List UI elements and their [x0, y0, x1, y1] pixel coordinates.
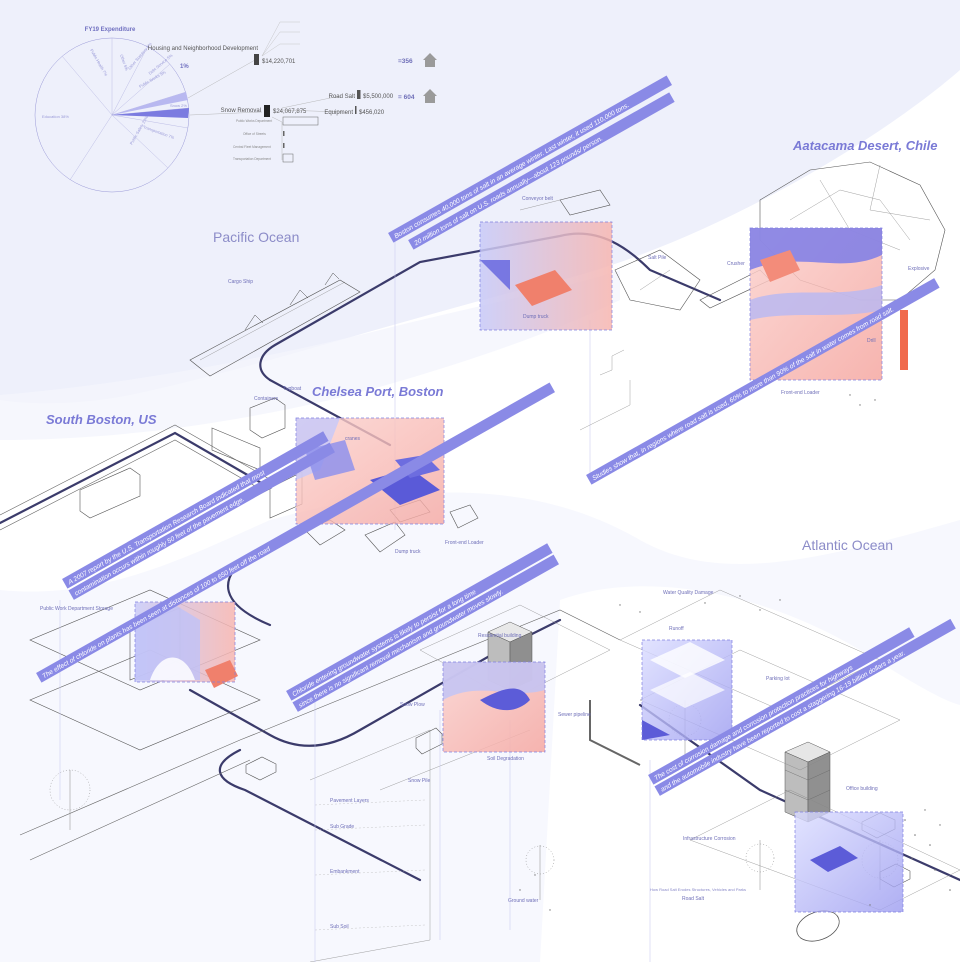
sub-soil-label: Sub Soil — [330, 924, 349, 930]
pie-label-education: Education 38% — [42, 114, 69, 119]
infrastructure-label: Infrastructure Corrosion — [683, 836, 736, 842]
containers-label: Containers — [254, 396, 279, 402]
snow-plow-label: Snow Plow — [400, 702, 425, 708]
pie-label-snow: Snow 2% — [170, 103, 187, 108]
snow-plow-icon — [415, 727, 443, 755]
inset-soil — [442, 661, 546, 753]
salt-pile-label: Salt Pile — [648, 255, 667, 261]
tree-icon — [49, 769, 91, 830]
soil-layers: Pavement Layers Sub Grade Embankment Sub… — [314, 798, 539, 931]
snow-equals: = 604 — [398, 94, 415, 101]
budget-percent: 1% — [180, 64, 189, 70]
equipment-bar — [355, 106, 357, 114]
explosive-label: Explosive — [908, 266, 930, 272]
road-salt-label-2: Road Salt — [682, 896, 705, 902]
office-building — [784, 741, 831, 823]
water-quality-label: Water Quality Damage — [663, 590, 714, 596]
tugboat-label: Tugboat — [283, 386, 302, 392]
pavement-layers-label: Pavement Layers — [330, 798, 369, 804]
pwd-storage-label: Public Work Department Storage — [40, 606, 113, 612]
housing-branch-lines — [261, 21, 300, 57]
sub-grade-label: Sub Grade — [330, 824, 354, 830]
parking-label: Parking lot — [766, 676, 790, 682]
road-salt-label: Road Salt — [329, 94, 356, 100]
pacific-ocean-label: Pacific Ocean — [213, 229, 299, 245]
road-salt-value: $5,500,000 — [363, 94, 394, 100]
tree-icon — [745, 840, 775, 890]
inset-mine — [749, 227, 908, 381]
housing-slice — [112, 92, 188, 115]
tree-icon — [525, 845, 555, 900]
soil-degradation-label: Soil Degradation — [487, 756, 524, 762]
house-icon-2 — [423, 89, 437, 103]
sewer-pipe — [579, 349, 840, 942]
embankment-label: Embankment — [330, 869, 360, 875]
drill-mast — [900, 310, 908, 370]
small-row-3: Central Fleet Management — [233, 145, 271, 149]
road-salt-bar — [357, 90, 361, 99]
conveyor-label: Conveyor belt — [522, 196, 553, 202]
inset-runoff — [641, 639, 733, 741]
crusher-icon — [760, 250, 800, 282]
small-row-4: Transportation Department — [233, 157, 271, 161]
snow-removal-label: Snow Removal — [221, 108, 261, 114]
runoff-label: Runoff — [669, 626, 684, 632]
dump-truck-icon — [515, 270, 572, 306]
house-icon — [423, 53, 437, 67]
housing-label: Housing and Neighborhood Development — [148, 46, 258, 52]
car-icon — [245, 756, 277, 781]
equipment-value: $456,020 — [359, 110, 385, 116]
pie-title: FY19 Expenditure — [85, 27, 136, 33]
snow-removal-value: $24,067,875 — [273, 109, 307, 115]
budget-small-rows: Public Works Department Office of Street… — [233, 116, 319, 163]
banner-studies-text: Studies show that, in regions where road… — [591, 306, 895, 482]
small-labels: Conveyor belt Salt Pile Crusher Explosiv… — [40, 196, 930, 902]
inset-conveyor — [479, 221, 613, 331]
dump-truck-label-2: Dump truck — [395, 549, 421, 555]
small-row-1: Public Works Department — [236, 119, 272, 123]
corroded-car-icon — [810, 846, 858, 872]
inset-chelsea — [295, 417, 445, 525]
how-salt-label: How Road Salt Erodes Structures, Vehicle… — [650, 887, 746, 892]
housing-bar — [254, 54, 259, 65]
atacama-label: Aatacama Desert, Chile — [792, 138, 938, 153]
snow-pile-label: Snow Pile — [408, 778, 430, 784]
drill-label: Drill — [867, 338, 876, 344]
equipment-label: Equipment — [324, 110, 353, 116]
housing-value: $14,220,701 — [262, 59, 296, 65]
inset-corrosion — [794, 811, 904, 913]
pie-label-other: Other 5% — [119, 54, 130, 72]
office-label: Office building — [846, 786, 878, 792]
chelsea-port-label: Chelsea Port, Boston — [312, 384, 444, 399]
loader-icon — [205, 660, 238, 688]
atlantic-ocean-label: Atlantic Ocean — [802, 537, 893, 553]
south-boston-label: South Boston, US — [46, 412, 157, 427]
salt-spray-dots — [519, 394, 951, 911]
dump-truck-label-1: Dump truck — [523, 314, 549, 320]
front-end-loader-label-1: Front-end Loader — [781, 390, 820, 396]
snow-removal-bar — [264, 105, 270, 117]
ground-water-label: Ground water — [508, 898, 539, 904]
sewer-label: Sewer pipeline — [558, 712, 591, 718]
residential-label: Residential building — [478, 633, 522, 639]
cargo-ship — [189, 272, 361, 377]
front-end-loader-label-2: Front-end Loader — [445, 540, 484, 546]
crusher-label: Crusher — [727, 261, 745, 267]
cargo-ship-label: Cargo Ship — [228, 279, 253, 285]
snow-slice — [112, 108, 189, 118]
small-row-2: Office of Streets — [243, 132, 266, 136]
housing-equals: =356 — [398, 58, 413, 65]
cranes-label: cranes — [345, 436, 361, 442]
